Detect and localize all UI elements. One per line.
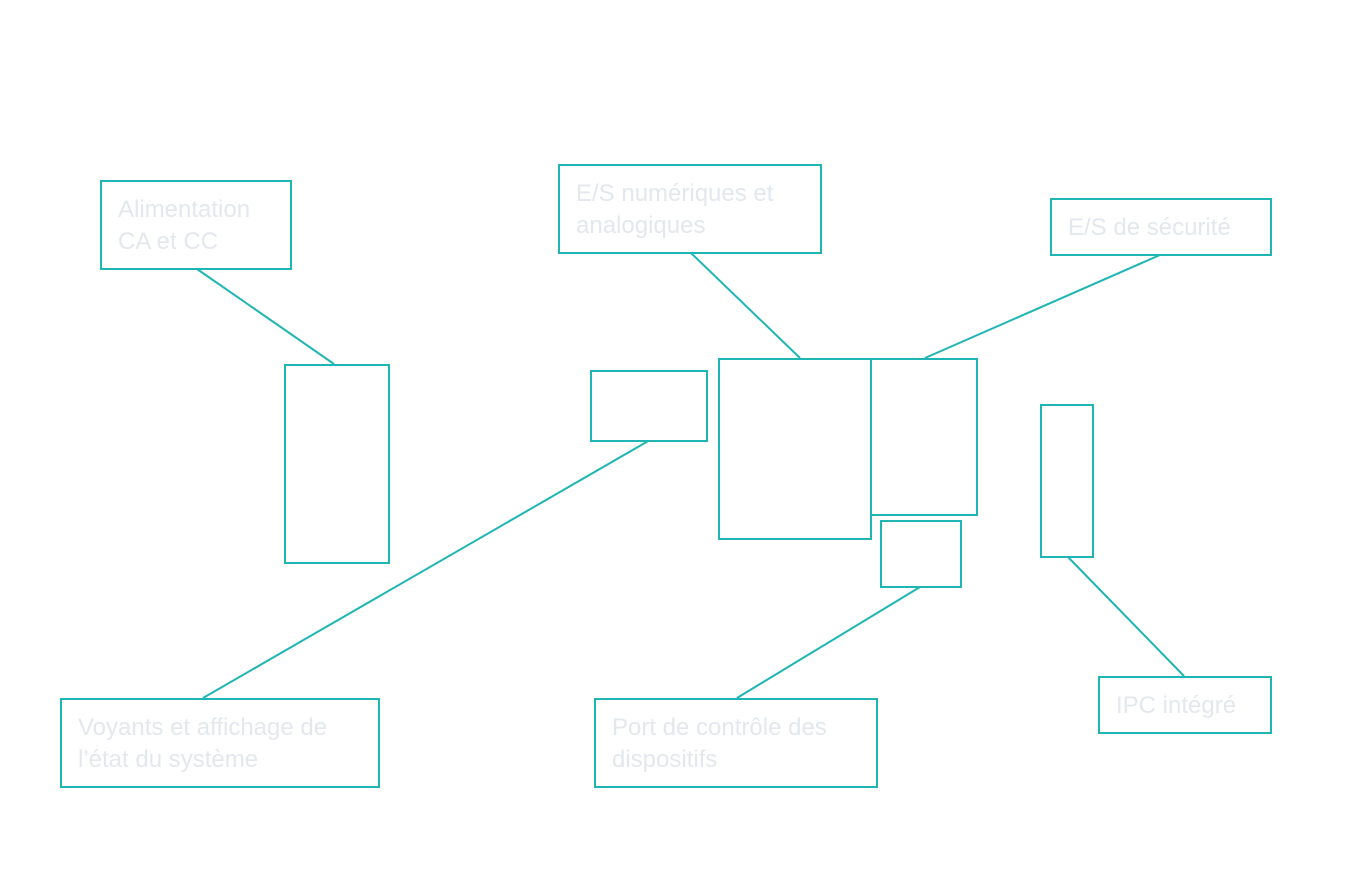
callout-digital-analog-io-line-1: E/S numériques et xyxy=(576,180,774,207)
leader-digital-analog-io xyxy=(690,252,801,359)
callout-digital-analog-io-text: E/S numériques et analogiques xyxy=(576,180,780,239)
callout-safety-io-line-1: E/S de sécurité xyxy=(1068,214,1231,241)
callout-power-text: Alimentation CA et CC xyxy=(118,196,257,255)
leader-power xyxy=(196,268,335,365)
callout-digital-analog-io-line-2: analogiques xyxy=(576,212,705,239)
callout-safety-io-text: E/S de sécurité xyxy=(1068,214,1231,241)
hotspot-digital-analog-io[interactable] xyxy=(718,358,872,540)
callout-status-display-line-1: Voyants et affichage de xyxy=(78,714,327,741)
callout-integrated-ipc[interactable]: IPC intégré xyxy=(1098,676,1272,734)
leader-device-control-port xyxy=(736,586,921,699)
callout-status-display-text: Voyants et affichage de l’état du systèm… xyxy=(78,714,334,773)
callout-status-display-line-2: l’état du système xyxy=(78,746,258,773)
callout-safety-io[interactable]: E/S de sécurité xyxy=(1050,198,1272,256)
hotspot-safety-io[interactable] xyxy=(870,358,978,516)
callout-integrated-ipc-line-1: IPC intégré xyxy=(1116,692,1236,719)
hotspot-device-control-port[interactable] xyxy=(880,520,962,588)
callout-device-control-port-line-1: Port de contrôle des xyxy=(612,714,827,741)
callout-power-line-1: Alimentation xyxy=(118,196,250,223)
callout-status-display[interactable]: Voyants et affichage de l’état du systèm… xyxy=(60,698,380,788)
callout-device-control-port[interactable]: Port de contrôle des dispositifs xyxy=(594,698,878,788)
hotspot-power[interactable] xyxy=(284,364,390,564)
callout-integrated-ipc-text: IPC intégré xyxy=(1116,692,1236,719)
callout-power-line-2: CA et CC xyxy=(118,228,218,255)
callout-power[interactable]: Alimentation CA et CC xyxy=(100,180,292,270)
callout-device-control-port-text: Port de contrôle des dispositifs xyxy=(612,714,833,773)
hotspot-status-display[interactable] xyxy=(590,370,708,442)
callout-device-control-port-line-2: dispositifs xyxy=(612,746,717,773)
hotspot-integrated-ipc[interactable] xyxy=(1040,404,1094,558)
callout-digital-analog-io[interactable]: E/S numériques et analogiques xyxy=(558,164,822,254)
leader-status-display xyxy=(202,439,651,699)
leader-integrated-ipc xyxy=(1066,555,1185,677)
leader-safety-io xyxy=(924,254,1161,359)
